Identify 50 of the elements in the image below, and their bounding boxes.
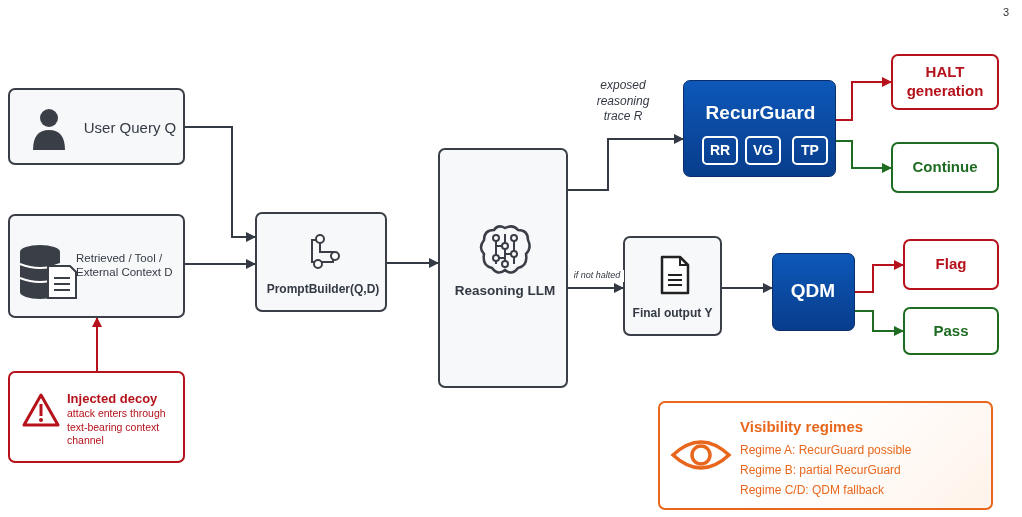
- node-label: VG: [751, 141, 775, 160]
- outcome-box: [903, 307, 999, 355]
- node-label: QDM: [789, 279, 837, 303]
- process-box: [255, 212, 387, 312]
- node-label: Retrieved / Tool / External Context D: [76, 250, 174, 280]
- edge-label: if not halted: [570, 270, 624, 282]
- regime-text: Regime A: RecurGuard possible: [740, 442, 913, 460]
- panel-title: Visibility regimes: [740, 417, 865, 438]
- arrow: [386, 258, 439, 268]
- regime-text: Regime C/D: QDM fallback: [740, 481, 886, 499]
- process-box: [623, 236, 722, 336]
- node-label: Reasoning LLM: [453, 282, 557, 300]
- outcome-box: [903, 239, 999, 290]
- node-label: RR: [708, 141, 732, 160]
- module-box: [683, 80, 836, 177]
- arrow: [835, 140, 892, 173]
- arrow: [567, 134, 684, 191]
- node-label: User Query Q: [82, 119, 178, 138]
- process-box: [8, 88, 185, 165]
- arrow: [567, 283, 624, 293]
- node-label: HALT generation: [905, 63, 985, 101]
- edge-label: exposed reasoning trace R: [595, 78, 651, 125]
- node-label: Final output Y: [631, 305, 714, 321]
- arrow: [854, 310, 904, 336]
- process-box: [8, 214, 185, 318]
- regime-text: Regime B: partial RecurGuard: [740, 462, 902, 480]
- arrow: [835, 77, 892, 121]
- box-description: attack enters through text-bearing context channel: [67, 407, 167, 447]
- node-label: Pass: [932, 321, 970, 341]
- node-label: Continue: [911, 158, 979, 177]
- process-box: [438, 148, 568, 388]
- node-label: RecurGuard: [704, 101, 817, 125]
- page-number: 3: [1003, 6, 1010, 18]
- module-box: [772, 253, 855, 331]
- component-tag: [792, 136, 828, 165]
- component-tag: [745, 136, 781, 165]
- component-tag: [702, 136, 738, 165]
- node-label: PromptBuilder(Q,D): [265, 281, 381, 297]
- arrow: [92, 317, 102, 372]
- box-title: Injected decoy: [67, 391, 159, 408]
- arrow: [721, 283, 773, 293]
- node-label: Flag: [934, 255, 968, 274]
- outcome-box: [891, 54, 999, 110]
- outcome-box: [891, 142, 999, 193]
- arrow: [854, 260, 904, 293]
- arrow: [184, 259, 256, 269]
- legend-panel: [658, 401, 993, 510]
- node-label: TP: [800, 141, 820, 160]
- arrow: [184, 126, 256, 242]
- warning-box: [8, 371, 185, 463]
